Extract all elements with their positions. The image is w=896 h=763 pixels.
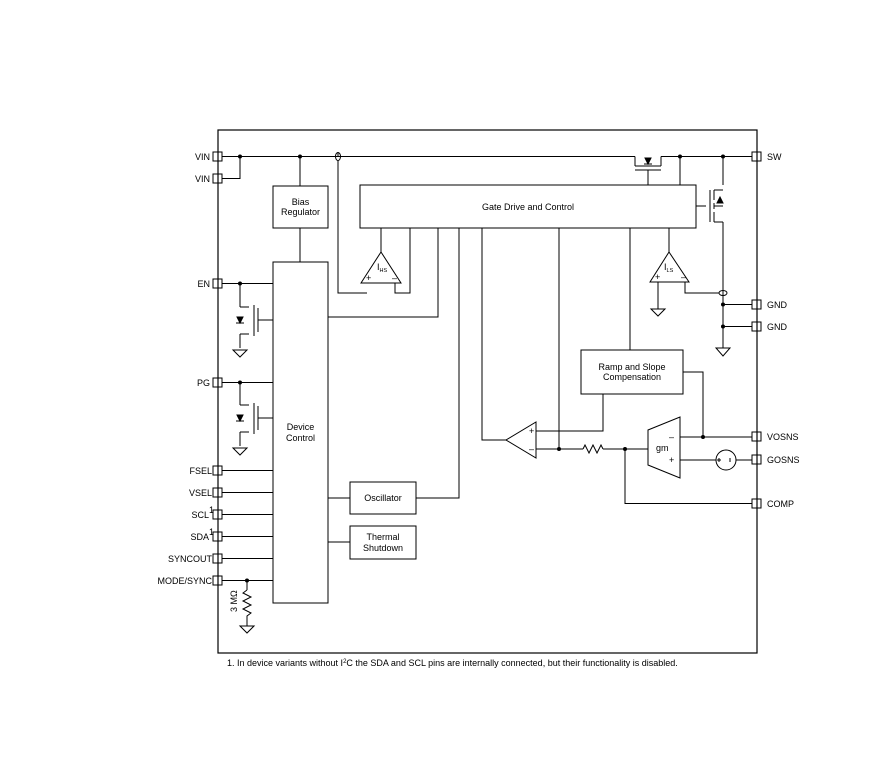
- gate-drive-label: Gate Drive and Control: [482, 202, 574, 212]
- ls-fet: [696, 189, 724, 295]
- pin-label-fsel: FSEL: [189, 466, 212, 476]
- en-fet-diode: [236, 316, 244, 325]
- en-wire: [222, 283, 273, 348]
- gnd-symbol-3: [231, 349, 249, 358]
- ihs-minus: –: [392, 273, 397, 283]
- gnd-symbol-4: [231, 447, 249, 456]
- device-control-label-1: Device: [287, 422, 315, 432]
- ils-minus: –: [681, 272, 686, 282]
- pin-label-scl: SCL: [191, 510, 209, 520]
- pg-wire: [222, 382, 273, 446]
- hs-fet-diode: [644, 157, 652, 166]
- pg-fet: [240, 403, 273, 434]
- en-fet: [240, 305, 273, 336]
- pin-label-vosns: VOSNS: [767, 432, 799, 442]
- bias-regulator-label-1: Bias: [292, 197, 310, 207]
- gm-label: gm: [656, 443, 669, 453]
- ils-amp: [649, 251, 690, 283]
- pin-label-mode-sync: MODE/SYNC: [157, 576, 212, 586]
- pulldown-resistor: [241, 589, 253, 626]
- pin-label-vin-1: VIN: [195, 152, 210, 162]
- pwm-plus: +: [529, 426, 534, 436]
- ls-fet-diode: [716, 195, 724, 204]
- ramp-label-2: Compensation: [603, 372, 661, 382]
- digital-pin-wires: [222, 470, 273, 581]
- gm-amp: [647, 416, 681, 479]
- gm-minus: –: [669, 432, 674, 442]
- ctrl-to-gate-wire: [328, 228, 439, 318]
- pin-label-en: EN: [197, 279, 210, 289]
- gm-plus: +: [669, 455, 674, 465]
- ramp-label-1: Ramp and Slope: [598, 362, 665, 372]
- feedback-resistor: [582, 443, 604, 455]
- pg-fet-diode: [236, 414, 244, 423]
- pulldown-resistor-label: 3 MΩ: [229, 590, 239, 612]
- thermal-label-2: Shutdown: [363, 543, 403, 553]
- gnd-rail: [722, 296, 752, 348]
- ihs-wires: [380, 228, 411, 294]
- ils-plus: +: [655, 272, 660, 282]
- pin-label-sw: SW: [767, 152, 782, 162]
- oscillator-label: Oscillator: [364, 493, 402, 503]
- sw-rail: [661, 156, 752, 185]
- ils-wires: [657, 228, 670, 309]
- vin-rail: [222, 156, 635, 262]
- footnote: 1. In device variants without I2C the SD…: [227, 658, 678, 668]
- gnd-symbol-5: [238, 625, 256, 634]
- device-boundary: [217, 129, 758, 654]
- pin-note-scl: 1: [209, 505, 214, 515]
- hs-fet: [634, 156, 662, 185]
- ihs-plus: +: [366, 273, 371, 283]
- pin-label-sda: SDA: [190, 532, 209, 542]
- osc-wire: [328, 228, 460, 499]
- ils-label: ILS: [664, 262, 674, 274]
- pin-label-syncout: SYNCOUT: [168, 554, 213, 564]
- pwm-wires: [481, 228, 631, 450]
- pin-label-vin-2: VIN: [195, 174, 210, 184]
- ihs-label: IHS: [377, 262, 387, 274]
- reference-sign: [717, 458, 731, 462]
- pin-label-gnd-2: GND: [767, 322, 788, 332]
- gm-wires: [559, 371, 752, 504]
- pin-label-comp: COMP: [767, 499, 794, 509]
- bias-regulator-label-2: Regulator: [281, 207, 320, 217]
- thermal-label-1: Thermal: [366, 532, 399, 542]
- reference-source: [715, 449, 737, 471]
- ihs-amp: [360, 251, 402, 284]
- gnd-symbol-1: [714, 347, 732, 357]
- gnd-symbol-2: [649, 308, 667, 317]
- pin-label-gosns: GOSNS: [767, 455, 800, 465]
- pin-label-vsel: VSEL: [189, 488, 212, 498]
- device-control-label-2: Control: [286, 433, 315, 443]
- ls-sense-wire: [684, 282, 719, 294]
- hs-sense-wire: [337, 152, 367, 294]
- pwm-comparator: [505, 421, 537, 459]
- pwm-minus: –: [529, 444, 534, 454]
- junction-dots: [238, 154, 725, 583]
- pin-label-gnd-1: GND: [767, 300, 788, 310]
- pin-label-pg: PG: [197, 378, 210, 388]
- pin-note-sda: 1: [209, 527, 214, 537]
